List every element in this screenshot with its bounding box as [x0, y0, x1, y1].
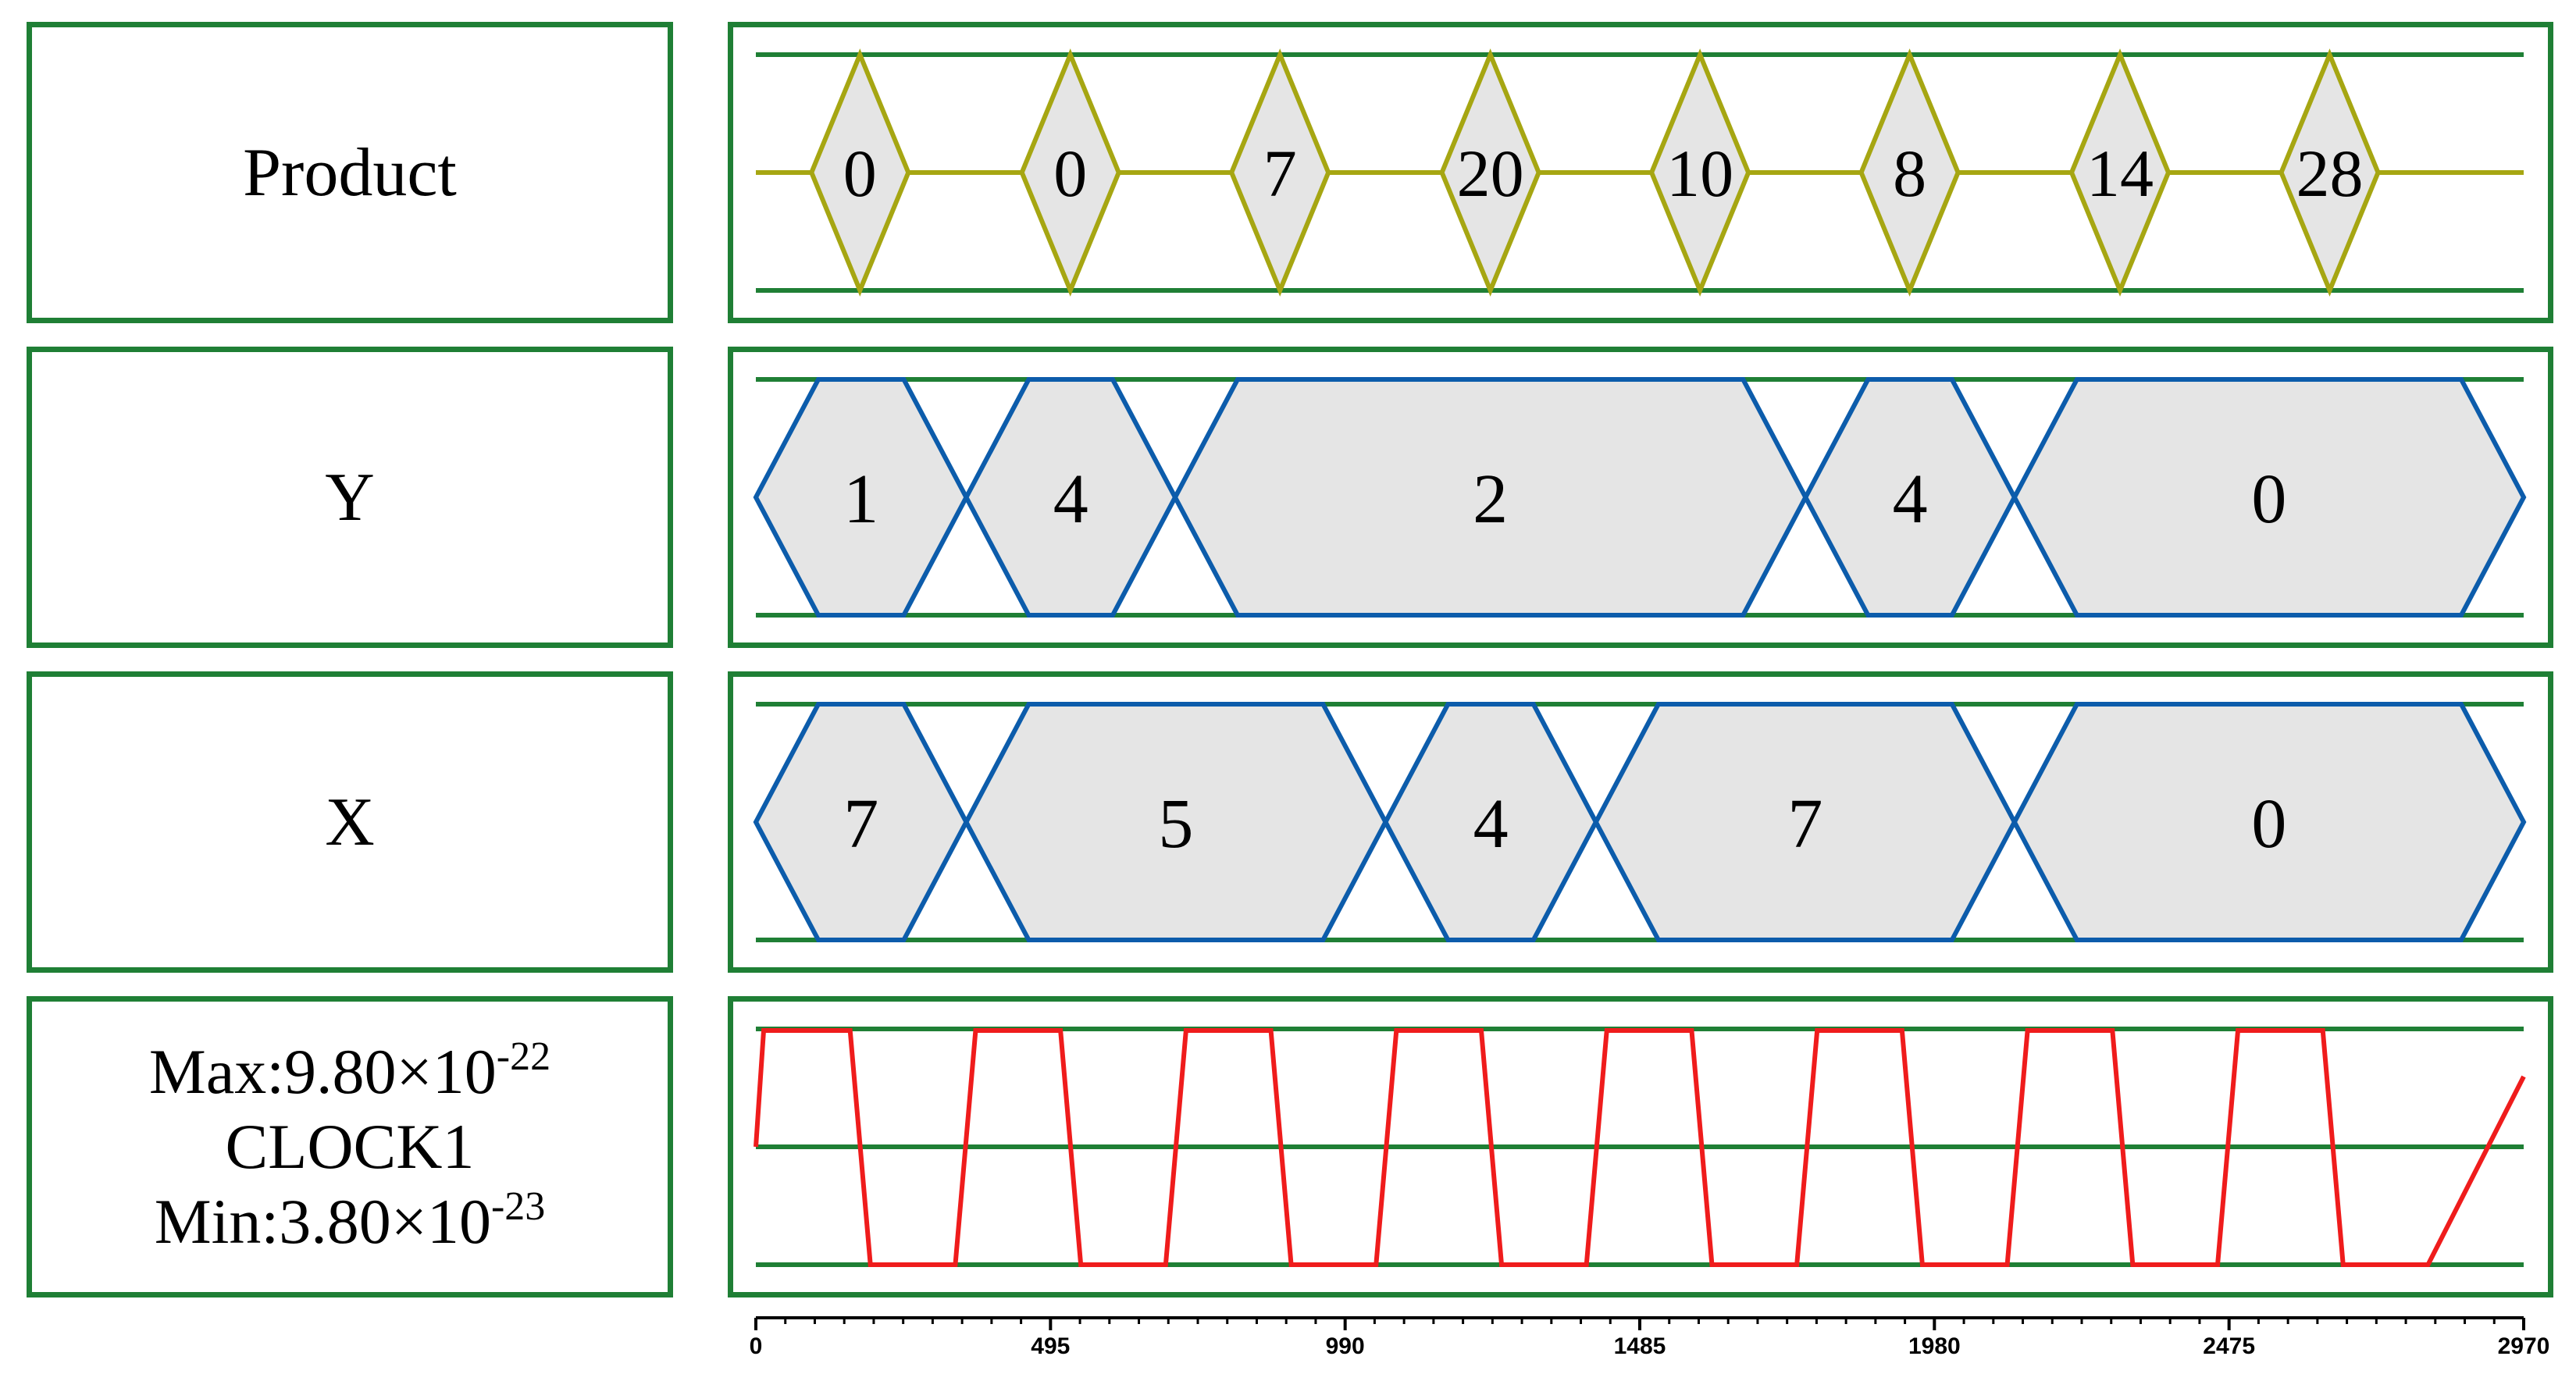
signal-name-y: Y: [325, 459, 375, 536]
bus-value-segment: [2011, 377, 2527, 618]
product-value-label: 7: [1263, 136, 1297, 211]
waveform-frame-x: [728, 671, 2553, 973]
bus-value-label: 7: [843, 785, 878, 863]
product-value-label: 20: [1457, 136, 1524, 211]
signal-name-clock1: CLOCK1: [225, 1110, 475, 1182]
bus-value-label: 2: [1473, 461, 1508, 538]
label-box-clock1: Max:9.80×10-22 CLOCK1 Min:3.80×10-23: [27, 996, 673, 1297]
product-value-label: 0: [1053, 136, 1087, 211]
bus-value-label: 0: [2251, 461, 2286, 538]
axis-tick-label: 1980: [1908, 1333, 1961, 1359]
bus-value-label: 4: [1893, 461, 1928, 538]
bus-value-segment: [2011, 702, 2527, 942]
clock-trace: [754, 1028, 2526, 1267]
bus-value-label: 0: [2251, 785, 2286, 863]
waveform-frame-clock1: [728, 996, 2553, 1297]
bus-waveform-x: 7 5 4 7 0: [753, 702, 2527, 942]
bus-value-label: 4: [1473, 785, 1509, 863]
clock-waveform: [754, 1028, 2526, 1267]
waveform-frame-y: [728, 347, 2553, 648]
product-value-label: 14: [2086, 136, 2154, 211]
bus-value-label: 4: [1053, 461, 1088, 538]
label-box-x: X: [27, 671, 673, 973]
axis-tick-label: 1485: [1614, 1333, 1666, 1359]
product-value-label: 10: [1666, 136, 1733, 211]
product-waveform: 0 0 7 20 10 8 14 28: [756, 48, 2524, 297]
bus-waveform-y: 1 4 2 4 0: [753, 377, 2527, 618]
product-value-label: 28: [2296, 136, 2364, 211]
axis-tick-label: 990: [1326, 1333, 1365, 1359]
bus-value-label: 5: [1158, 785, 1193, 863]
clock-max-label: Max:9.80×10-22: [148, 1034, 551, 1107]
waveform-frame-product: [728, 22, 2553, 323]
bus-value-label: 7: [1787, 785, 1822, 863]
axis-tick-label: 495: [1031, 1333, 1070, 1359]
product-value-label: 8: [1893, 136, 1926, 211]
axis-tick-label: 0: [750, 1333, 763, 1359]
product-value-label: 0: [843, 136, 877, 211]
label-box-product: Product: [27, 22, 673, 323]
signal-name-product: Product: [243, 134, 457, 211]
bus-value-label: 1: [843, 461, 878, 538]
axis-tick-label: 2475: [2203, 1333, 2255, 1359]
clock-min-label: Min:3.80×10-23: [154, 1184, 546, 1258]
axis-tick-label: 2970: [2498, 1333, 2550, 1359]
label-box-y: Y: [27, 347, 673, 648]
signal-name-x: X: [325, 784, 375, 860]
